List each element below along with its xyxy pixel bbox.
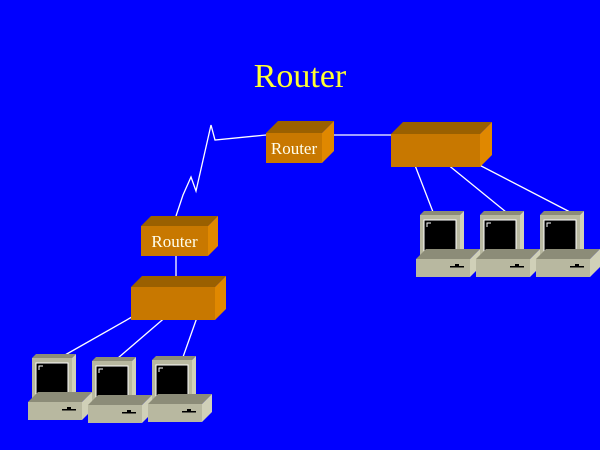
box-front-face xyxy=(141,226,208,256)
hub-right xyxy=(391,122,492,167)
box-top-face xyxy=(266,121,334,133)
base-side xyxy=(590,249,600,277)
base-side xyxy=(202,394,212,422)
screen-glare xyxy=(426,222,431,227)
box-side-face xyxy=(215,276,226,320)
base-top xyxy=(536,249,600,259)
base-top xyxy=(148,394,212,404)
box-top-face xyxy=(391,122,492,134)
screen-glare xyxy=(486,222,491,227)
drive-button xyxy=(455,264,459,266)
base-top xyxy=(416,249,480,259)
box-side-face xyxy=(480,122,492,167)
drive-button xyxy=(187,409,191,411)
screen-glare xyxy=(38,365,43,370)
base-front xyxy=(476,259,530,277)
drive-button xyxy=(515,264,519,266)
screen xyxy=(35,362,69,395)
monitor-top xyxy=(152,356,196,360)
drive-slot xyxy=(62,409,76,411)
router-left: Router xyxy=(141,216,218,256)
screen xyxy=(95,365,129,398)
base-front xyxy=(536,259,590,277)
drive-slot xyxy=(122,412,136,414)
box-top-face xyxy=(141,216,218,226)
base-top xyxy=(88,395,152,405)
base-front xyxy=(148,404,202,422)
base-top xyxy=(28,392,92,402)
base-top xyxy=(476,249,540,259)
hub-left xyxy=(131,276,226,320)
monitor-top xyxy=(92,357,136,361)
base-front xyxy=(88,405,142,423)
box-front-face xyxy=(131,287,215,320)
monitor-side xyxy=(132,357,136,401)
pc-right-2 xyxy=(476,211,540,277)
drive-slot xyxy=(182,411,196,413)
drive-slot xyxy=(510,266,524,268)
drive-button xyxy=(67,407,71,409)
box-side-face xyxy=(208,216,218,256)
monitor-top xyxy=(420,211,464,215)
wan-link-line xyxy=(175,124,267,217)
monitor-side xyxy=(460,211,464,255)
router-label: Router xyxy=(271,139,318,158)
base-front xyxy=(28,402,82,420)
base-side xyxy=(142,395,152,423)
monitor-top xyxy=(32,354,76,358)
base-side xyxy=(82,392,92,420)
screen xyxy=(483,219,517,252)
monitor-top xyxy=(540,211,584,215)
pc-right-3 xyxy=(536,211,600,277)
router-top: Router xyxy=(266,121,334,163)
base-side xyxy=(470,249,480,277)
diagram-title: Router xyxy=(253,58,347,95)
monitor-side xyxy=(72,354,76,398)
monitor-top xyxy=(480,211,524,215)
box-side-face xyxy=(322,121,334,163)
box-top-face xyxy=(131,276,226,287)
pc-left-3 xyxy=(148,356,212,422)
screen xyxy=(155,364,189,397)
screen-glare xyxy=(98,368,103,373)
monitor-side xyxy=(192,356,196,400)
pc-left-1 xyxy=(28,354,92,420)
pc-right-1 xyxy=(416,211,480,277)
router-label: Router xyxy=(151,232,198,251)
screen-glare xyxy=(546,222,551,227)
screen-glare xyxy=(158,367,163,372)
monitor-side xyxy=(520,211,524,255)
box-front-face xyxy=(391,134,480,167)
box-front-face xyxy=(266,133,322,163)
drive-slot xyxy=(450,266,464,268)
drive-button xyxy=(575,264,579,266)
base-front xyxy=(416,259,470,277)
screen xyxy=(543,219,577,252)
base-side xyxy=(530,249,540,277)
drive-slot xyxy=(570,266,584,268)
monitor-side xyxy=(580,211,584,255)
drive-button xyxy=(127,410,131,412)
screen xyxy=(423,219,457,252)
pc-left-2 xyxy=(88,357,152,423)
